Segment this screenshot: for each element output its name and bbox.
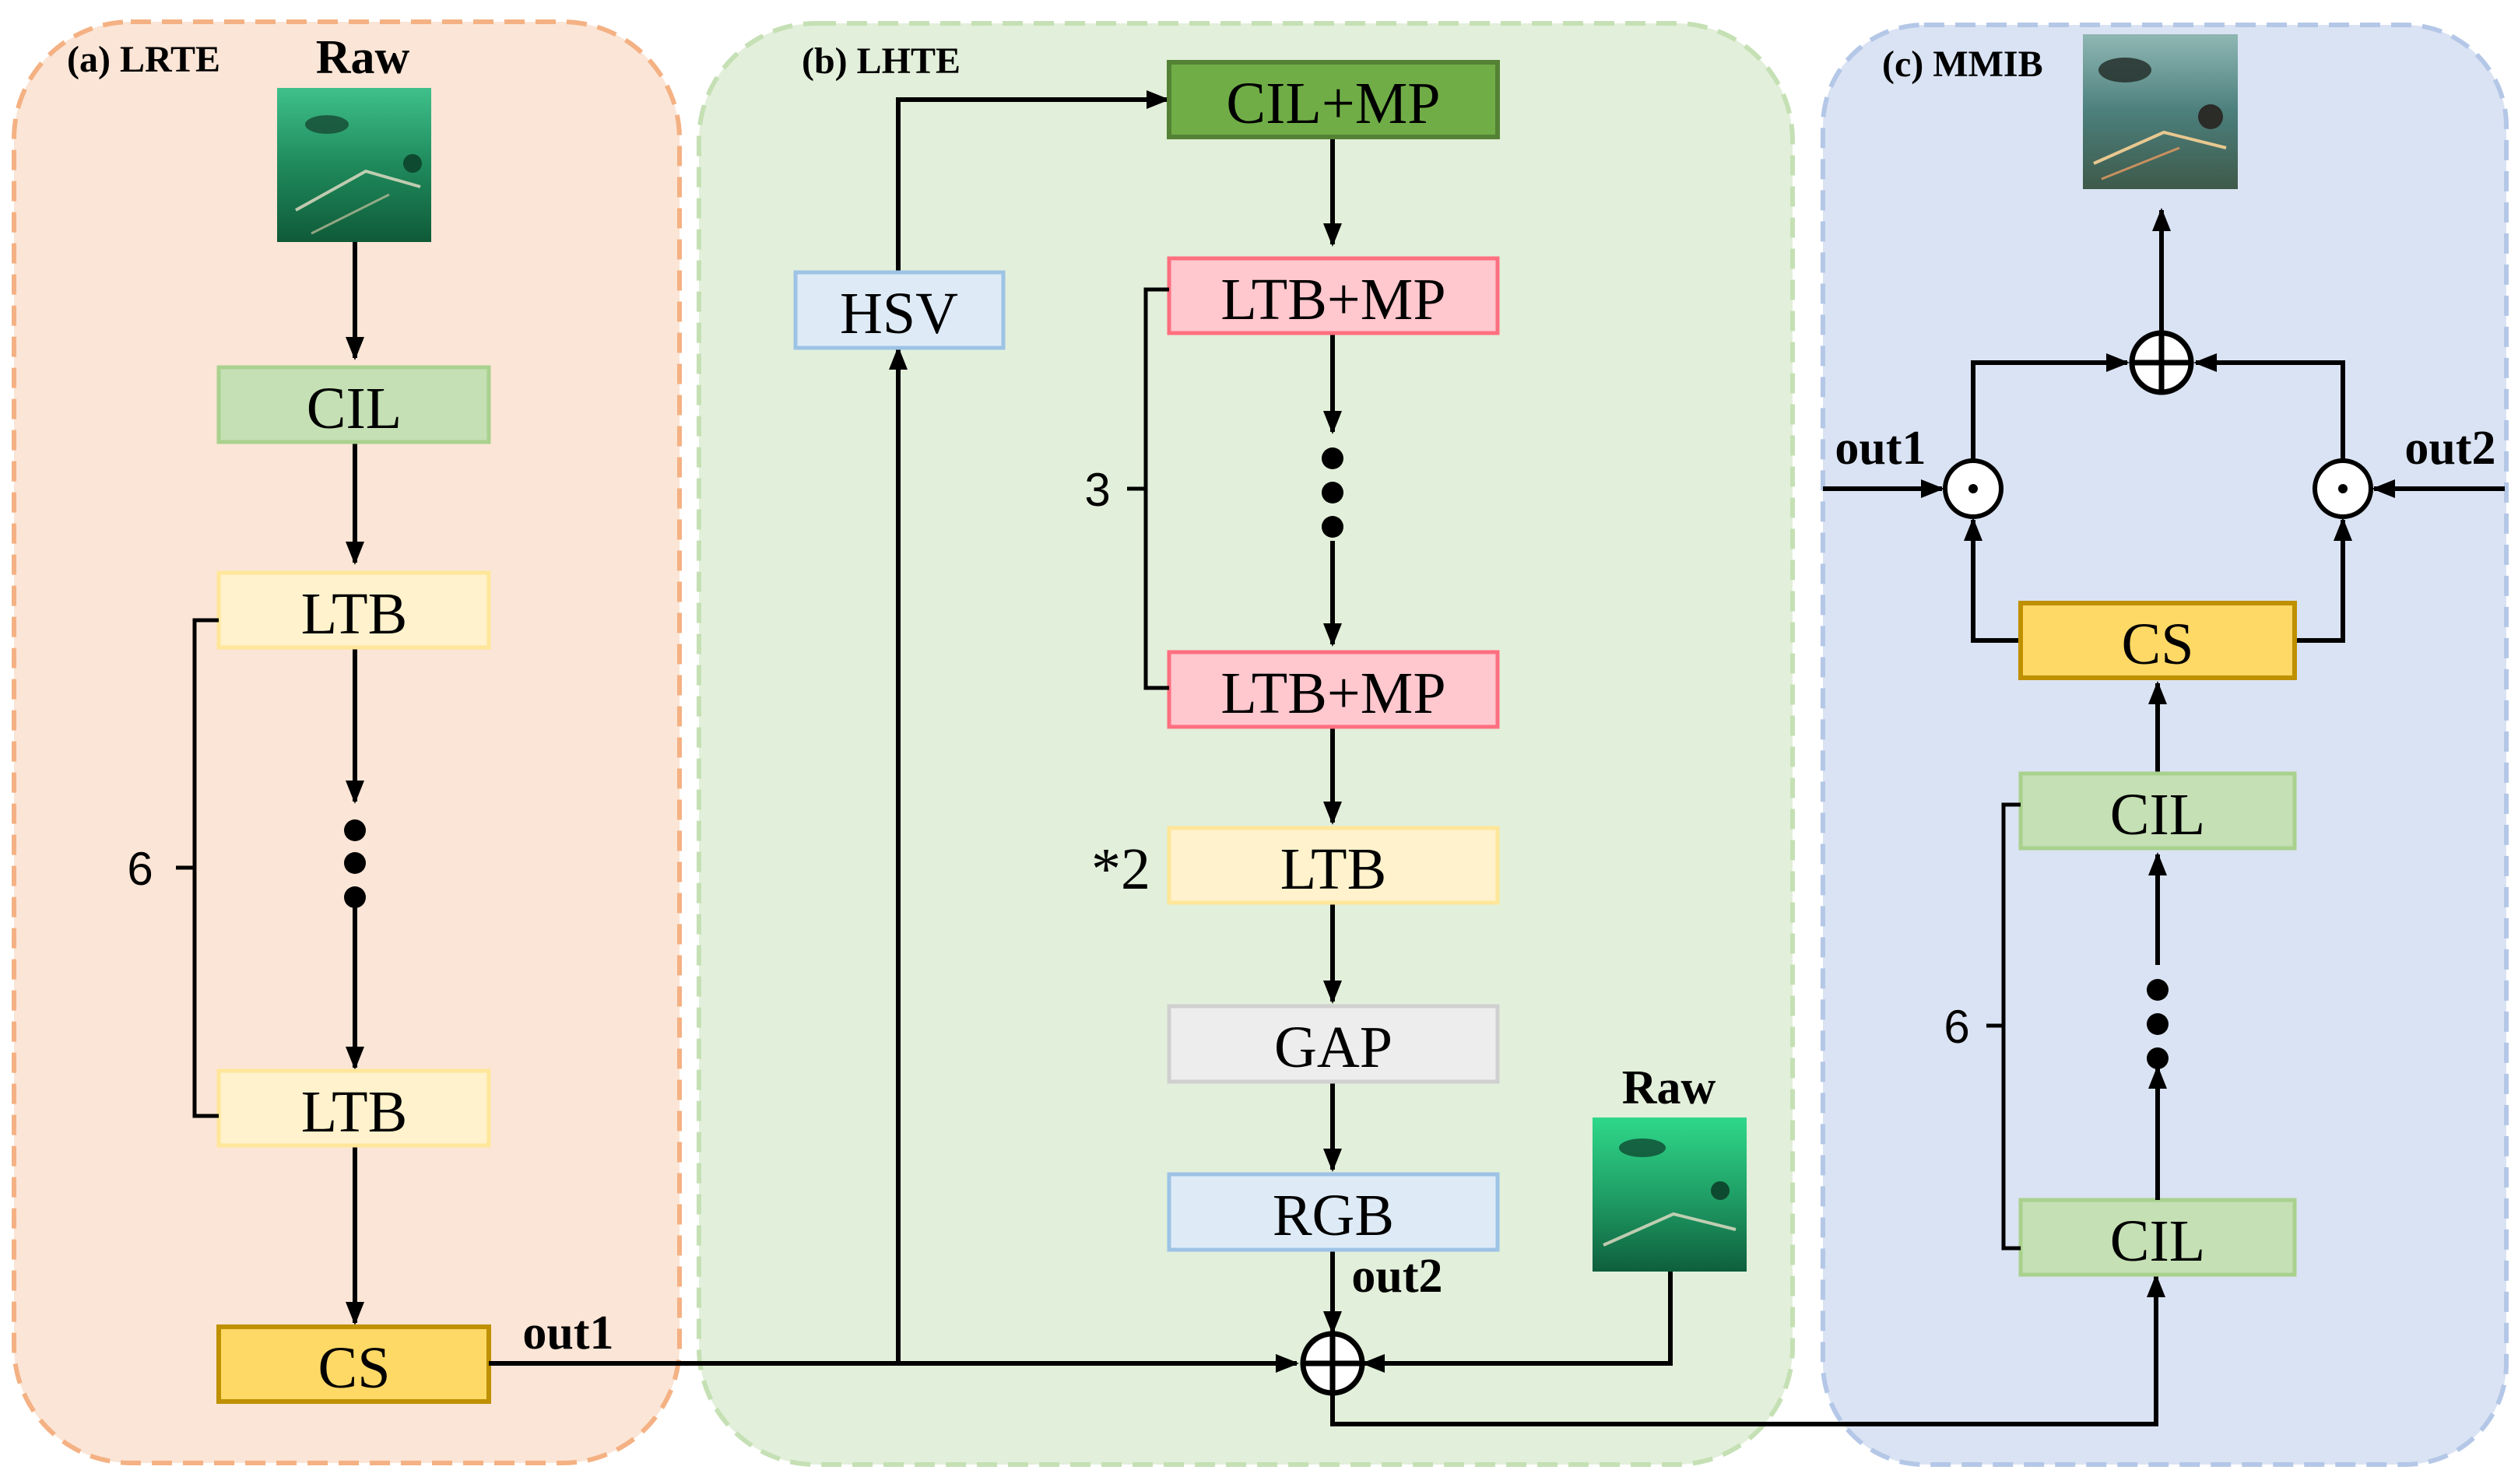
ellipsis-dots-c <box>2147 979 2169 1069</box>
cs-block-a: CS <box>216 1324 491 1404</box>
out2-label-b: out2 <box>1351 1250 1442 1303</box>
svg-text:RGB: RGB <box>1273 1183 1394 1248</box>
ltb-mp-block-bottom: LTB+MP <box>1167 650 1500 729</box>
raw-label-a: Raw <box>316 31 410 84</box>
ellipsis-dots-b <box>1322 447 1343 538</box>
repeat-count-c: 6 <box>1944 1001 1969 1053</box>
ltb-mp-block-top: LTB+MP <box>1167 256 1500 335</box>
cil-mp-block: CIL+MP <box>1167 60 1500 139</box>
gap-block: GAP <box>1167 1004 1500 1084</box>
ltb-block-a-bottom: LTB <box>216 1068 491 1148</box>
raw-image-a <box>277 88 431 242</box>
svg-text:LTB: LTB <box>301 1079 408 1145</box>
svg-text:HSV: HSV <box>840 281 958 346</box>
cil-block-c-top: CIL <box>2018 771 2297 851</box>
panel-title-mmib: (c) MMIB <box>1882 44 2043 85</box>
panel-mmib: (c) MMIB <box>1821 23 2509 1467</box>
panel-lrte: (a) LRTE <box>12 19 682 1465</box>
svg-text:LTB+MP: LTB+MP <box>1220 267 1445 332</box>
out1-label-a: out1 <box>522 1307 613 1359</box>
svg-text:GAP: GAP <box>1274 1015 1392 1080</box>
out1-label-c: out1 <box>1835 422 1926 475</box>
sum-node-c <box>2129 330 2194 395</box>
hsv-block: HSV <box>793 270 1006 350</box>
raw-image-b <box>1593 1117 1747 1272</box>
out2-label-c: out2 <box>2404 422 2495 475</box>
multiply-node-left <box>1943 458 2004 519</box>
svg-text:CIL: CIL <box>2110 782 2205 847</box>
svg-text:LTB: LTB <box>301 581 408 647</box>
sum-node-b <box>1300 1331 1365 1396</box>
output-image-c <box>2083 34 2238 189</box>
ltb-block-b: LTB <box>1167 826 1500 905</box>
rgb-block: RGB <box>1167 1172 1500 1252</box>
svg-text:LTB+MP: LTB+MP <box>1220 661 1445 726</box>
svg-text:CIL+MP: CIL+MP <box>1226 71 1440 136</box>
repeat-count-b: 3 <box>1084 464 1110 516</box>
repeat-count-a: 6 <box>127 843 153 895</box>
panel-title-lhte: (b) LHTE <box>802 40 960 82</box>
ltb-block-a-top: LTB <box>216 570 491 650</box>
svg-text:CS: CS <box>2122 612 2194 677</box>
ellipsis-dots-a <box>344 819 366 908</box>
cil-block-c-bottom: CIL <box>2018 1198 2297 1277</box>
cs-block-c: CS <box>2018 601 2297 680</box>
panel-title-lrte: (a) LRTE <box>67 39 220 80</box>
svg-text:CIL: CIL <box>2110 1209 2205 1274</box>
repeat-count-ltb-b: *2 <box>1091 837 1150 902</box>
panel-lhte: (b) LHTE <box>697 21 1795 1467</box>
svg-text:CS: CS <box>318 1335 391 1401</box>
svg-text:LTB: LTB <box>1280 837 1387 902</box>
svg-text:CIL: CIL <box>307 376 402 441</box>
cil-block-a: CIL <box>216 365 491 444</box>
raw-label-b: Raw <box>1622 1061 1716 1114</box>
multiply-node-right <box>2313 458 2373 519</box>
